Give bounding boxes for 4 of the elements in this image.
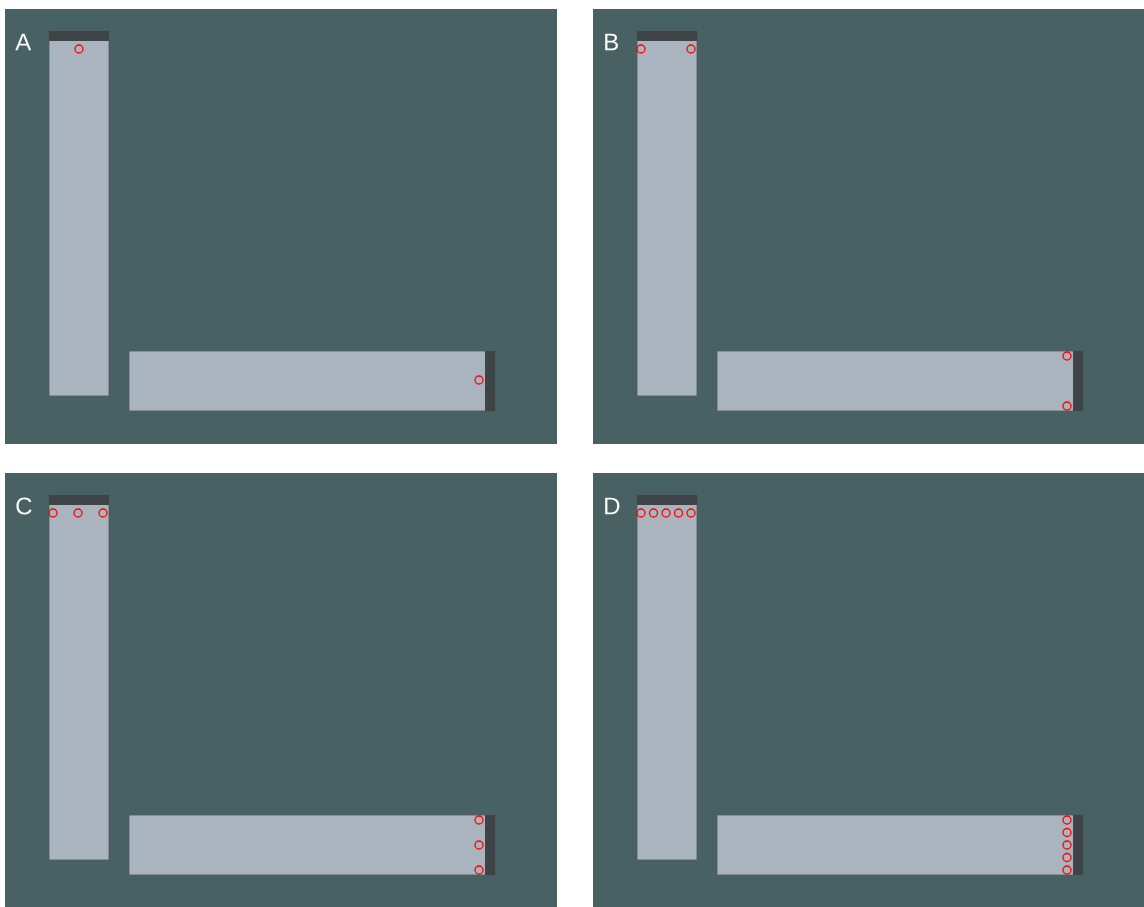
panel-label: A: [15, 33, 32, 51]
panel-label: D: [605, 497, 620, 515]
panel-label: C: [16, 497, 32, 515]
panel-label: B: [605, 33, 618, 51]
